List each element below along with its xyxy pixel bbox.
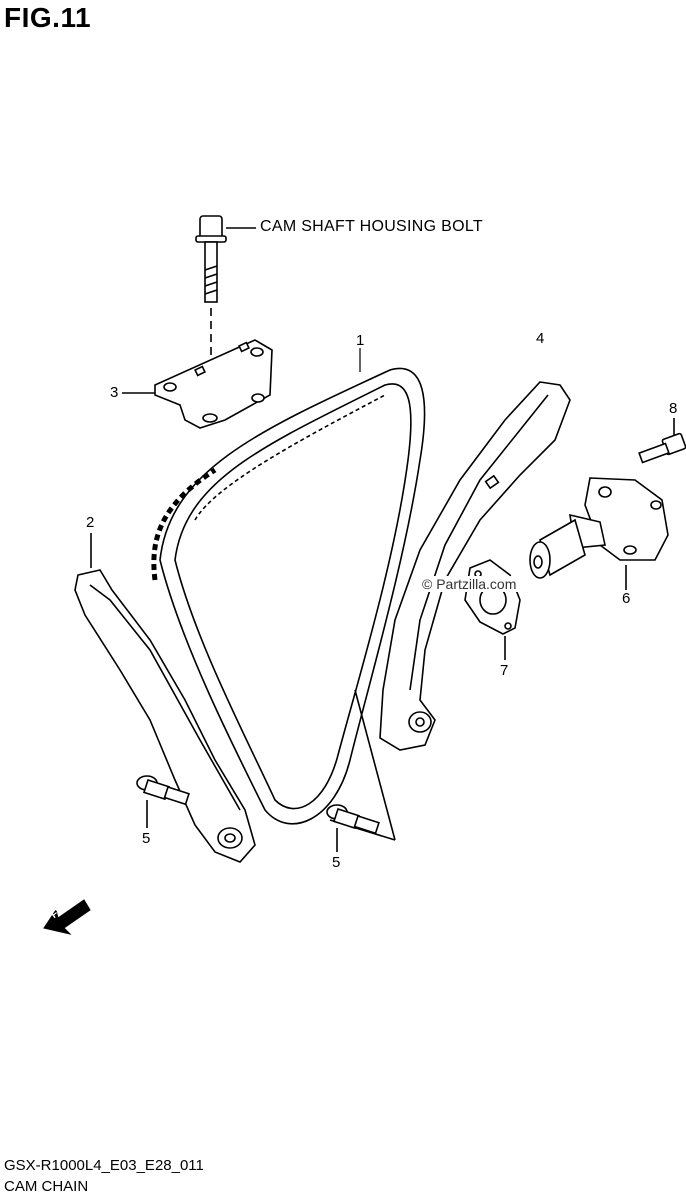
camshaft-housing-bracket-part [122, 339, 273, 429]
callout-2: 2 [86, 514, 95, 531]
guide-bolt-right-part [326, 804, 380, 852]
cam-shaft-housing-bolt-label: CAM SHAFT HOUSING BOLT [260, 218, 483, 235]
callout-3: 3 [110, 384, 119, 401]
callout-7: 7 [500, 662, 509, 679]
copyright-icon: © [422, 576, 433, 592]
diagram-name: CAM CHAIN [4, 1178, 89, 1195]
guide-bolt-left-part [136, 775, 190, 828]
figure-title: FIG.11 [4, 2, 92, 33]
chain-guide-part [74, 533, 256, 863]
tensioner-arm-part [329, 381, 571, 841]
forward-arrow-icon [43, 899, 91, 935]
tensioner-bolt-part [638, 418, 686, 464]
callout-8: 8 [669, 400, 678, 417]
tensioner-adjuster-part [529, 477, 669, 590]
cam-chain-part [151, 367, 426, 825]
callout-5-right: 5 [332, 854, 341, 871]
watermark-label: Partzilla.com [436, 576, 517, 592]
callout-1: 1 [356, 332, 365, 349]
callout-5-left: 5 [142, 830, 151, 847]
cam-shaft-housing-bolt-part [195, 215, 256, 420]
model-code: GSX-R1000L4_E03_E28_011 [4, 1157, 204, 1174]
callout-6: 6 [622, 590, 631, 607]
tensioner-gasket-part [464, 559, 521, 660]
watermark-text: © Partzilla.com [420, 576, 519, 592]
callout-4: 4 [536, 330, 545, 347]
